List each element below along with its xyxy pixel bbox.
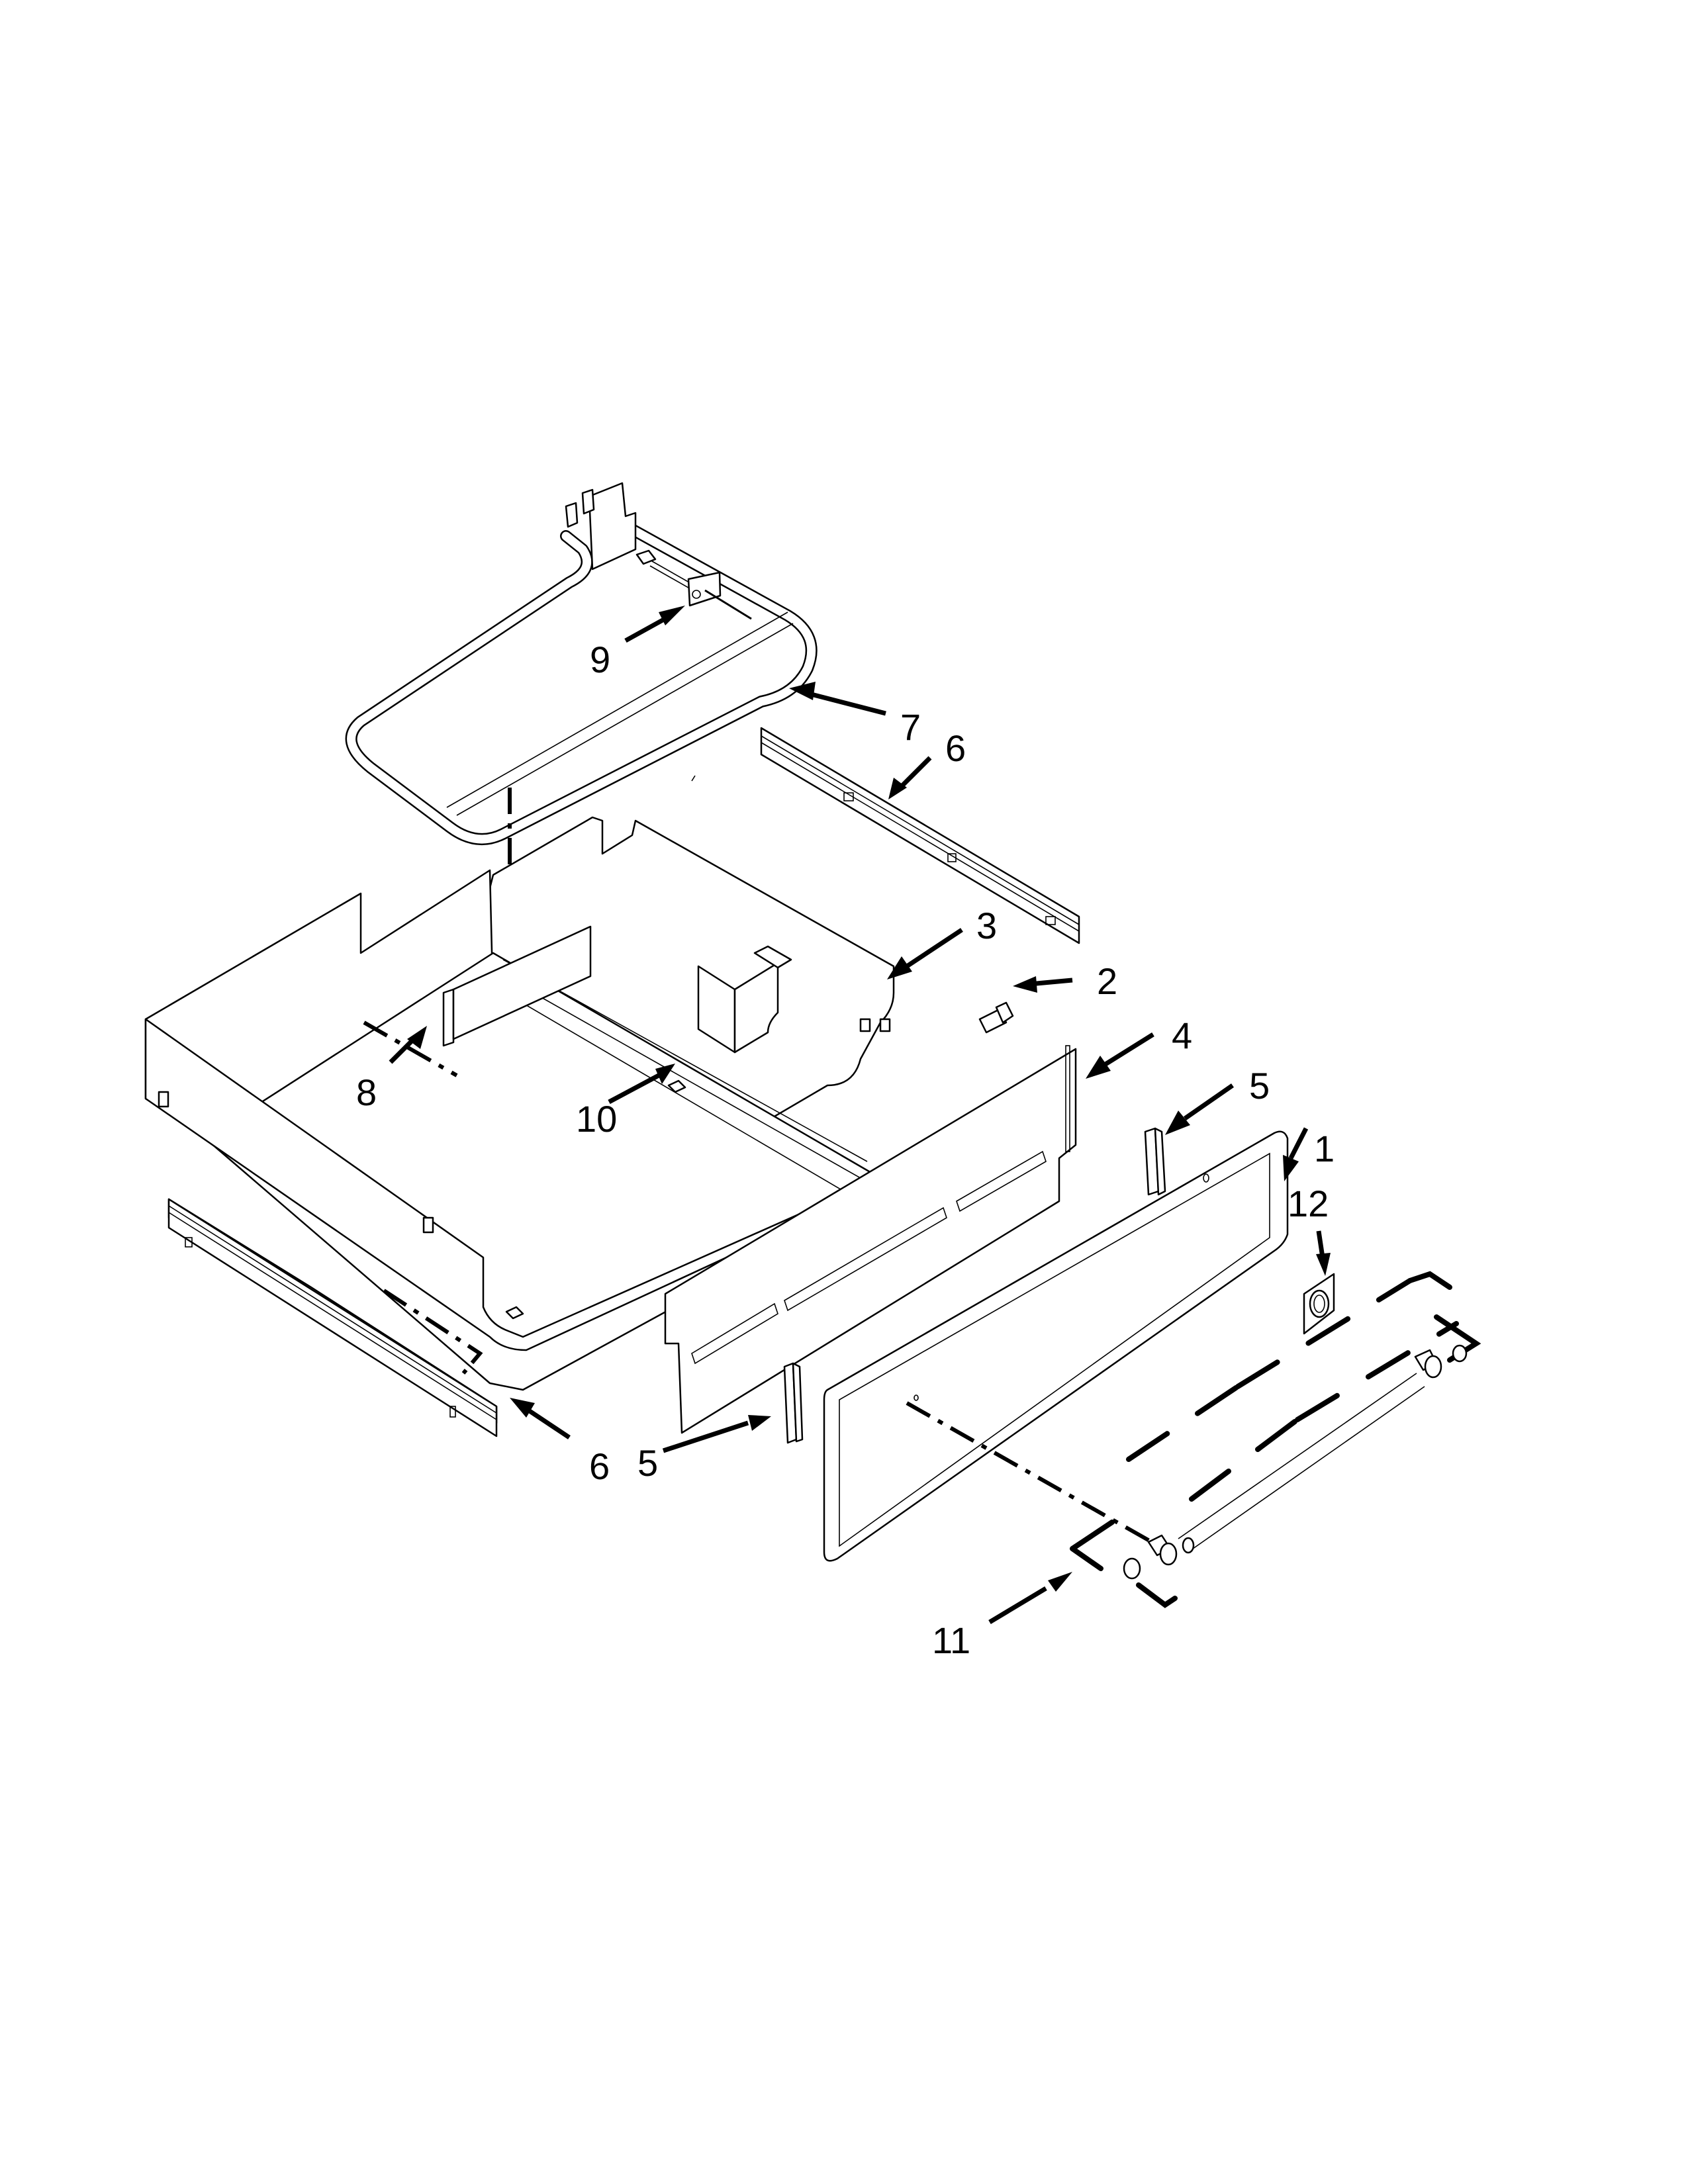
temperature-sensor-part xyxy=(635,549,752,620)
callout-4: 4 xyxy=(1172,1015,1192,1056)
side-baffle-part xyxy=(442,925,592,1047)
callout-10: 10 xyxy=(576,1098,617,1140)
callout-5a: 5 xyxy=(1249,1065,1270,1107)
drawer-slide-rail-bottom xyxy=(167,1198,498,1437)
rail-alignment-line xyxy=(383,1289,483,1375)
heating-element-part xyxy=(345,482,818,845)
baffle-alignment-line xyxy=(363,1021,458,1077)
drawer-front-panel-part xyxy=(823,1130,1289,1562)
callout-6a: 6 xyxy=(945,727,966,769)
drawer-slide-rail-top xyxy=(760,727,1080,944)
callout-11: 11 xyxy=(932,1619,970,1661)
leader-lines xyxy=(389,606,1331,1625)
callout-3: 3 xyxy=(976,905,997,946)
front-bracket-lower xyxy=(783,1362,804,1444)
callout-8: 8 xyxy=(356,1071,377,1113)
front-bracket-upper xyxy=(1144,1127,1166,1196)
inner-front-panel-part xyxy=(664,1045,1077,1434)
callout-9: 9 xyxy=(590,639,610,680)
callout-7: 7 xyxy=(900,706,921,748)
handle-trim-part xyxy=(1303,1273,1335,1335)
callout-2: 2 xyxy=(1097,960,1117,1002)
screw-part xyxy=(978,1001,1014,1034)
callout-1: 1 xyxy=(1314,1128,1335,1169)
handle-kit-part xyxy=(906,1271,1481,1608)
callout-6b: 6 xyxy=(589,1445,610,1487)
callout-labels: 1 2 3 4 5 5 6 6 7 8 9 10 11 12 xyxy=(356,639,1335,1661)
callout-12: 12 xyxy=(1288,1183,1329,1224)
center-bracket-part xyxy=(697,945,792,1054)
callout-5b: 5 xyxy=(637,1442,658,1484)
